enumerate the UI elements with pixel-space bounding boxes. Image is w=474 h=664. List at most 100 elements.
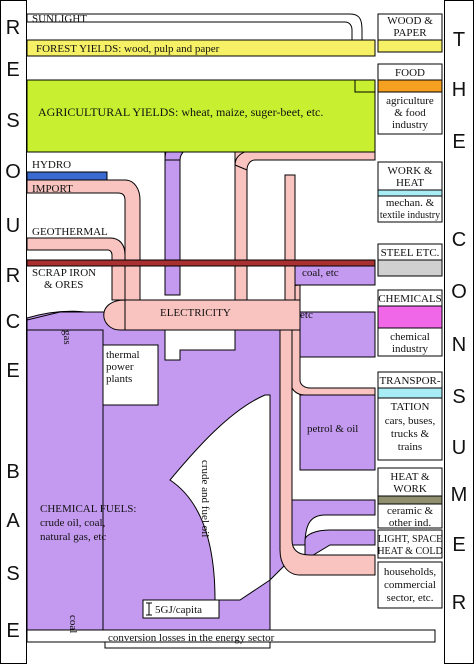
mech-textile-box bbox=[377, 195, 443, 223]
scale-indicator: 5GJ/capita bbox=[142, 599, 220, 619]
agricultural-yields-flow bbox=[26, 79, 376, 153]
scrap-iron-flow bbox=[26, 259, 376, 267]
scale-label: 5GJ/capita bbox=[155, 604, 202, 616]
chemical-fuels-line3: natural gas, etc bbox=[40, 531, 106, 543]
left-letter: S bbox=[6, 110, 19, 132]
resource-base-column bbox=[0, 0, 27, 664]
households-label-3: sector, etc. bbox=[387, 592, 434, 604]
food-color bbox=[377, 79, 443, 93]
right-letter: R bbox=[452, 592, 466, 614]
households-box bbox=[377, 561, 443, 609]
food-label: FOOD bbox=[395, 67, 425, 79]
right-letter: S bbox=[452, 386, 465, 408]
consumer-column bbox=[444, 0, 474, 664]
left-letter: E bbox=[6, 59, 19, 81]
wood-label-1: WOOD & bbox=[387, 15, 433, 27]
left-letter: A bbox=[6, 510, 20, 532]
agri-label-2: & food bbox=[394, 107, 426, 119]
chemical-fuels-line2: crude oil, coal, bbox=[40, 517, 106, 529]
ceramic-box bbox=[377, 503, 443, 529]
right-letter: U bbox=[452, 437, 466, 459]
consumer-boxes bbox=[377, 13, 443, 609]
chemical-industry-box bbox=[377, 327, 443, 357]
electricity-vertical-1 bbox=[234, 151, 248, 301]
electricity-to-light bbox=[103, 299, 126, 331]
left-letter: R bbox=[6, 265, 20, 287]
right-letter: C bbox=[452, 229, 466, 251]
households-label-1: households, bbox=[384, 566, 437, 578]
geothermal-flow bbox=[26, 237, 126, 301]
chemicals-label: CHEMICALS bbox=[378, 293, 442, 305]
forest-label: FOREST YIELDS: wood, pulp and paper bbox=[36, 43, 220, 55]
chem-ind-label-1: chemical bbox=[390, 331, 430, 343]
right-letter: O bbox=[451, 281, 467, 303]
left-letter: O bbox=[5, 161, 21, 183]
scrap-label-line2: & ORES bbox=[44, 279, 83, 291]
electricity-down bbox=[279, 329, 376, 576]
light-label-2: HEAT & COLD bbox=[377, 546, 442, 557]
cars-label-1: cars, buses, bbox=[385, 415, 436, 427]
left-letter: R bbox=[6, 17, 20, 39]
light-label-1: LIGHT, SPACE bbox=[378, 534, 442, 545]
steel-color bbox=[377, 259, 443, 277]
left-letter: S bbox=[6, 563, 19, 585]
electricity-label: ELECTRICITY bbox=[160, 307, 231, 319]
vehicles-box bbox=[377, 397, 443, 461]
crude-oil-cavity bbox=[169, 394, 271, 601]
hydro-flow bbox=[26, 171, 108, 181]
right-letter: N bbox=[452, 334, 466, 356]
left-letter: B bbox=[6, 461, 19, 483]
chemical-fuels-line1: CHEMICAL FUELS: bbox=[40, 503, 136, 515]
ceramic-label-2: other ind. bbox=[389, 517, 431, 529]
transport-label-1: TRANSPOR- bbox=[379, 375, 440, 387]
heat-work-label-1: HEAT & bbox=[390, 471, 430, 483]
gas-label: gas bbox=[61, 330, 73, 345]
right-letter: E bbox=[452, 131, 465, 153]
forest-yields-flow bbox=[26, 39, 376, 57]
transport-color bbox=[377, 387, 443, 399]
petrol-oil-label: petrol & oil bbox=[307, 423, 358, 435]
chemicals-color bbox=[377, 305, 443, 329]
left-letter: C bbox=[6, 311, 20, 333]
right-letter: E bbox=[452, 534, 465, 556]
mech-label-2: textile industry bbox=[380, 210, 440, 221]
losses-band bbox=[26, 629, 436, 643]
chemical-fuels-region bbox=[26, 310, 104, 639]
right-letter: T bbox=[453, 29, 465, 51]
purple-flow-work-heat bbox=[164, 144, 181, 296]
thermal-line3: plants bbox=[106, 373, 132, 385]
etc-label: etc bbox=[300, 309, 313, 321]
petrol-oil-flow bbox=[299, 394, 376, 471]
electricity-top-curve bbox=[234, 149, 376, 171]
agri-industry-box bbox=[377, 91, 443, 135]
purple-flow-households bbox=[304, 529, 376, 561]
heat-work-label-2: WORK bbox=[393, 483, 427, 495]
import-label: IMPORT bbox=[32, 183, 73, 195]
geothermal-label: GEOTHERMAL bbox=[32, 226, 108, 238]
work-heat-label-2: HEAT bbox=[396, 177, 424, 189]
losses-label: conversion losses in the energy sector bbox=[108, 632, 275, 644]
sunlight-label: SUNLIGHT bbox=[32, 13, 87, 25]
thermal-plants-box bbox=[102, 344, 159, 406]
households-label-2: commercial bbox=[384, 579, 436, 591]
work-heat-box bbox=[377, 161, 443, 191]
chem-ind-label-2: industry bbox=[392, 343, 429, 355]
wood-label-2: PAPER bbox=[393, 27, 427, 39]
work-heat-color bbox=[377, 189, 443, 197]
cars-label-2: trucks & bbox=[391, 428, 430, 440]
scrap-label-line1: SCRAP IRON bbox=[32, 267, 96, 279]
left-column-letters: R E S O U R C E B A S E bbox=[5, 17, 21, 642]
heat-work-color bbox=[377, 495, 443, 505]
agri-label-3: industry bbox=[392, 119, 429, 131]
crude-fuel-oil-label: crude and fuel oil bbox=[199, 460, 211, 537]
wood-paper-color bbox=[377, 39, 443, 53]
coal-etc-label: coal, etc bbox=[302, 267, 339, 279]
agricultural-label: AGRICULTURAL YIELDS: wheat, maize, suger… bbox=[38, 105, 323, 119]
thermal-line2: power bbox=[106, 361, 134, 373]
heat-work-box bbox=[377, 467, 443, 497]
coal-label: coal bbox=[67, 615, 79, 633]
right-letter: M bbox=[451, 484, 468, 506]
agri-to-food bbox=[354, 79, 376, 93]
